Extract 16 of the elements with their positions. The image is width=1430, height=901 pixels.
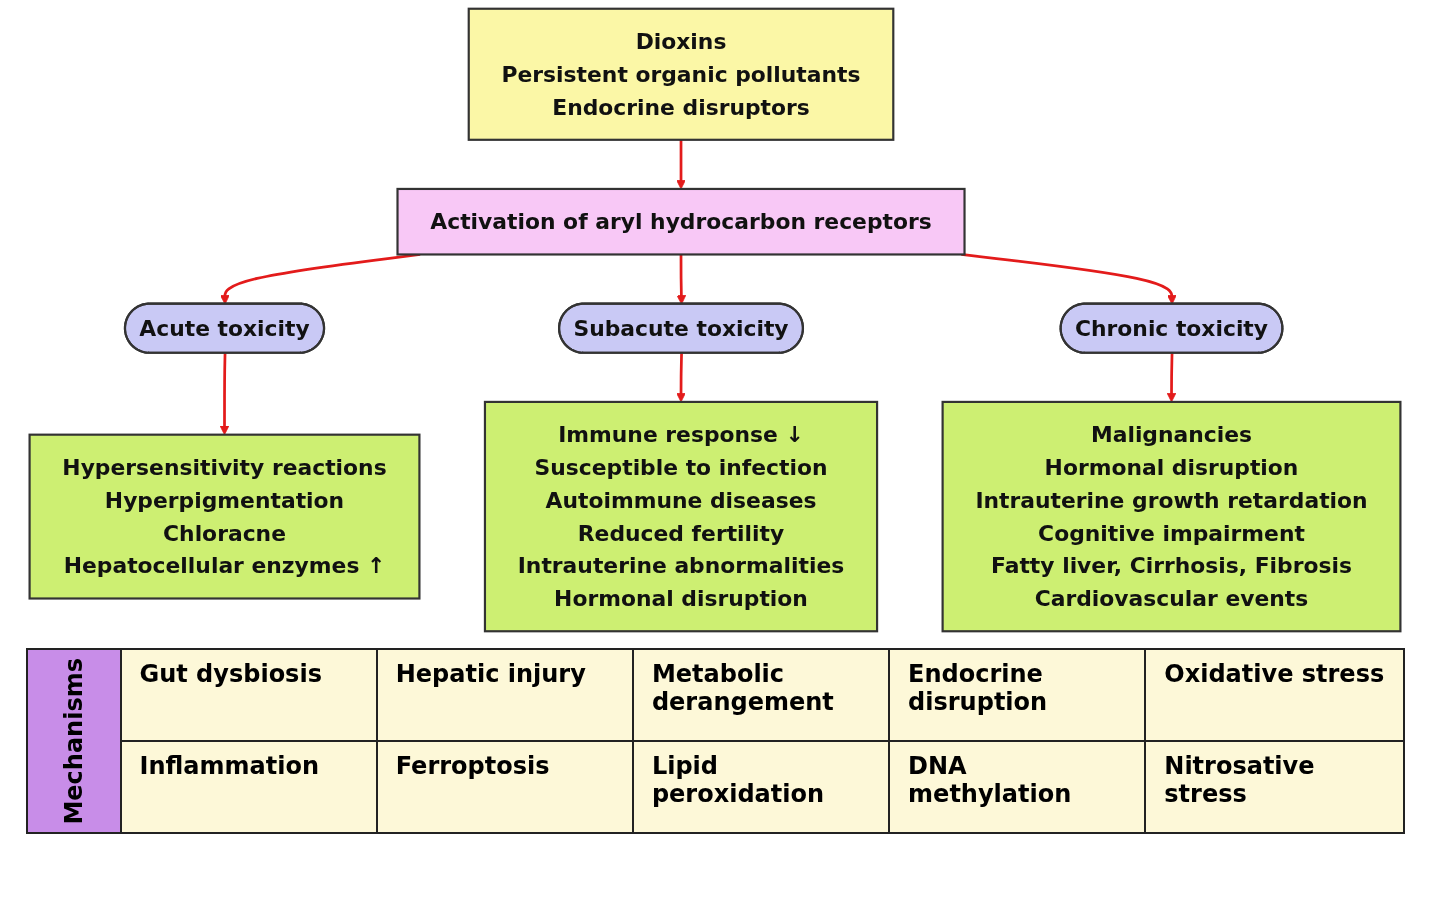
table-cell: DNA methylation bbox=[890, 742, 1147, 832]
table-cell: Metabolic derangement bbox=[633, 650, 891, 742]
table-cell: Oxidative stress bbox=[1146, 650, 1403, 742]
node-box: Activation of aryl hydrocarbon receptors bbox=[396, 187, 966, 256]
table-cell: Gut dysbiosis bbox=[121, 650, 378, 742]
node-box: Dioxins Persistent organic pollutants Endocrine disruptors bbox=[467, 7, 895, 141]
table-cell: Lipid peroxidation bbox=[633, 742, 891, 832]
node-box: Malignancies Hormonal disruption Intrauterine growth retardation Cognitive impairment Fatty liver, Cirrhosis, Fibrosis Cardiovascular events bbox=[941, 400, 1402, 633]
table-cell-text: Nitrosative stress bbox=[1163, 751, 1316, 810]
node-box: Hypersensitivity reactions Hyperpigmentation Chloracne Hepatocellular enzymes ↑ bbox=[28, 433, 421, 600]
table-cell: Ferroptosis bbox=[377, 742, 634, 832]
table-cell: Hepatic injury bbox=[377, 650, 634, 742]
side-header: Mechanisms bbox=[59, 657, 88, 825]
table-cell: Endocrine disruption bbox=[890, 650, 1147, 742]
table-cell: Inflammation bbox=[121, 742, 378, 832]
node-box: Immune response ↓ Susceptible to infection Autoimmune diseases Reduced fertility Intrauterine abnormalities Hormonal disruption bbox=[483, 400, 879, 633]
